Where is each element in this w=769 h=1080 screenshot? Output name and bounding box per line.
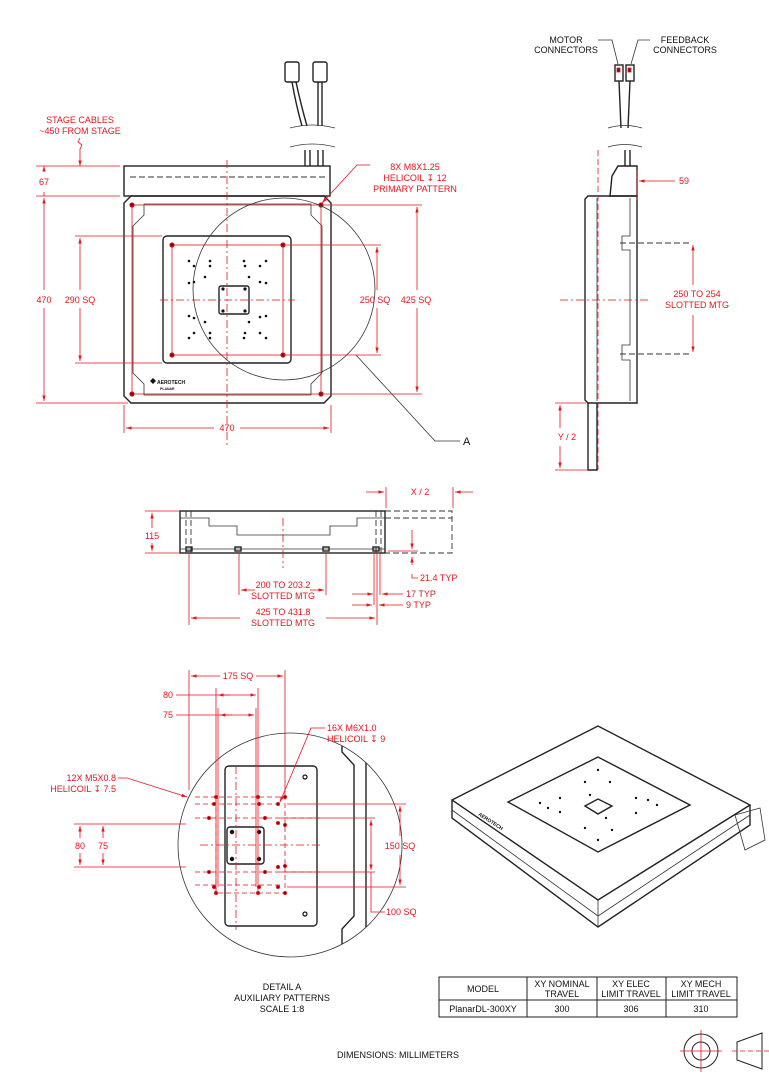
detail-a-subtitle: AUXILIARY PATTERNS <box>234 993 330 1003</box>
primary-pattern-note: 8X M8X1.25 <box>390 162 440 172</box>
isometric-view: AEROTECH <box>450 725 766 928</box>
dim-470-vertical: 470 <box>36 295 51 305</box>
dim-425-sq: 425 SQ <box>401 295 432 305</box>
header-model: MODEL <box>467 984 499 994</box>
dim-80-horizontal: 80 <box>163 690 173 700</box>
right-view: MOTOR CONNECTORS FEEDBACK CONNECTORS 59 … <box>534 35 729 471</box>
dim-150-sq: 150 SQ <box>385 841 416 851</box>
feedback-connectors-label: FEEDBACK <box>661 35 710 45</box>
side-body <box>584 195 638 404</box>
dim-80-vertical: 80 <box>75 841 85 851</box>
dim-250-sq: 250 SQ <box>360 295 391 305</box>
dim-67: 67 <box>39 177 49 187</box>
slotted-mtg-425: 425 TO 431.8 <box>256 607 311 617</box>
dim-75-vertical: 75 <box>98 841 108 851</box>
header-elec-limit: XY ELEC <box>612 979 650 989</box>
m6-helicoil-note-2: HELICOIL ↧ 9 <box>327 734 385 744</box>
header-mech-limit-2: LIMIT TRAVEL <box>671 989 731 999</box>
primary-pattern-note-3: PRIMARY PATTERN <box>373 184 457 194</box>
primary-pattern-note-2: HELICOIL ↧ 12 <box>383 173 446 183</box>
dim-290-sq: 290 SQ <box>65 295 96 305</box>
detail-a-scale: SCALE 1:8 <box>260 1004 305 1014</box>
feedback-connectors-label-2: CONNECTORS <box>653 45 717 55</box>
primary-holes <box>129 202 324 397</box>
detail-a-title: DETAIL A <box>263 982 302 992</box>
header-mech-limit: XY MECH <box>681 979 722 989</box>
detail-a: 175 SQ 80 75 16X M6X1.0 HELICOIL ↧ 9 12X… <box>50 670 417 1014</box>
dim-9-typ: 9 TYP <box>406 600 431 610</box>
iso-holes <box>538 768 659 842</box>
mounting-screws <box>185 546 380 552</box>
cell-model: PlanarDL-300XY <box>449 1004 517 1014</box>
motor-connectors-label-2: CONNECTORS <box>534 45 598 55</box>
svg-text:AEROTECH: AEROTECH <box>477 812 504 833</box>
dim-470-horizontal: 470 <box>219 423 234 433</box>
svg-text:AEROTECH: AEROTECH <box>157 380 185 386</box>
aux-holes <box>187 259 268 340</box>
m5-helicoil-note: 12X M5X0.8 <box>66 773 116 783</box>
svg-text:PLANAR: PLANAR <box>160 387 175 391</box>
dim-175-sq: 175 SQ <box>223 671 254 681</box>
third-angle-projection-symbol <box>680 1030 769 1072</box>
stage-plate <box>123 195 332 404</box>
travel-table: MODEL XY NOMINAL TRAVEL XY ELEC LIMIT TR… <box>438 976 738 1018</box>
stage-cables-note: STAGE CABLES <box>46 115 114 125</box>
stage-cables-note-2: ~450 FROM STAGE <box>39 126 121 136</box>
header-nominal-travel-2: TRAVEL <box>545 989 579 999</box>
dim-115: 115 <box>145 531 159 541</box>
cell-nominal: 300 <box>554 1004 569 1014</box>
stage-cables <box>284 61 336 166</box>
dim-17-typ: 17 TYP <box>406 589 436 599</box>
dim-x-half: X / 2 <box>411 487 430 497</box>
slotted-mtg-200-2: SLOTTED MTG <box>251 591 315 601</box>
detail-holes <box>206 795 287 896</box>
cell-elec: 306 <box>623 1004 638 1014</box>
slotted-mtg-200: 200 TO 203.2 <box>256 580 311 590</box>
dim-y-half: Y / 2 <box>558 432 576 442</box>
cell-mech: 310 <box>693 1004 708 1014</box>
detail-a-circle <box>192 197 376 381</box>
slotted-mtg-425-2: SLOTTED MTG <box>251 618 315 628</box>
units-note: DIMENSIONS: MILLIMETERS <box>337 1050 459 1060</box>
aerotech-logo: AEROTECH PLANAR <box>150 378 185 391</box>
detail-callout-a: A <box>463 436 471 448</box>
dim-75-horizontal: 75 <box>163 710 173 720</box>
front-body <box>179 510 386 554</box>
dim-59: 59 <box>679 176 689 186</box>
dim-21-4-typ: 21.4 TYP <box>420 573 457 583</box>
header-nominal-travel: XY NOMINAL <box>534 979 589 989</box>
top-view: AEROTECH PLANAR A STAGE CABLES ~450 FROM… <box>36 61 471 448</box>
front-view: 115 X / 2 21.4 TYP 200 TO 203.2 SLOTTED … <box>145 487 473 628</box>
m5-helicoil-note-2: HELICOIL ↧ 7.5 <box>50 784 116 794</box>
slotted-mtg-250: 250 TO 254 <box>673 289 720 299</box>
motor-connectors-label: MOTOR <box>549 35 583 45</box>
dim-100-sq: 100 SQ <box>386 907 417 917</box>
slotted-mtg-250-2: SLOTTED MTG <box>665 300 729 310</box>
m6-helicoil-note: 16X M6X1.0 <box>327 723 377 733</box>
header-elec-limit-2: LIMIT TRAVEL <box>601 989 661 999</box>
detail-a-boundary <box>177 732 403 958</box>
